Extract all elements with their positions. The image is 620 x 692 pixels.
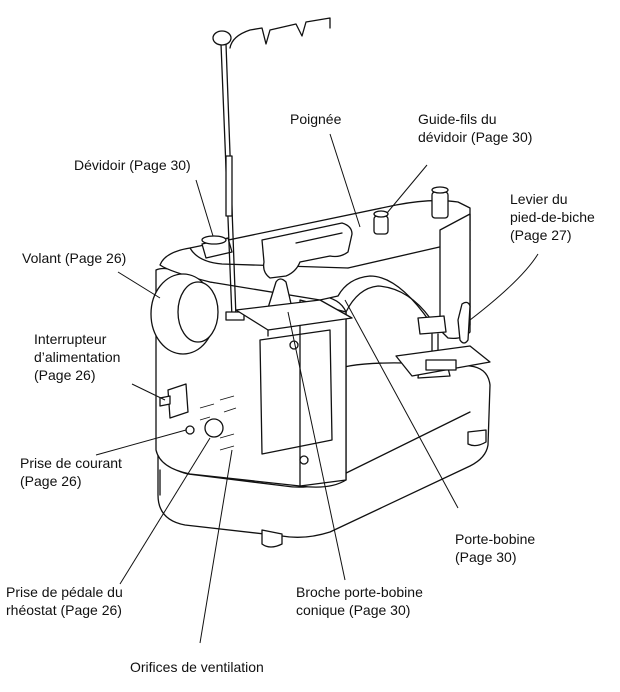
spool-cone: [267, 278, 293, 309]
leader-guide-fils: [386, 164, 428, 214]
leader-levier: [469, 253, 539, 321]
label-devidoir: Dévidoir (Page 30): [74, 157, 191, 173]
label-guide-fils: Guide-fils du dévidoir (Page 30): [418, 111, 533, 145]
label-prise-courant: Prise de courant (Page 26): [20, 455, 122, 489]
machine-foot: [467, 429, 487, 447]
label-levier: Levier du pied-de-biche (Page 27): [510, 191, 595, 243]
leader-orifices: [199, 449, 233, 644]
spool-plate: [235, 299, 353, 331]
leader-poignee: [329, 133, 361, 228]
leader-broche: [287, 311, 346, 581]
leader-prise-pedale: [119, 437, 211, 585]
label-prise-pedale: Prise de pédale du rhéostat (Page 26): [6, 584, 123, 618]
label-broche: Broche porte-bobine conique (Page 30): [296, 584, 423, 618]
label-interrupteur: Interrupteur d’alimentation (Page 26): [34, 331, 121, 383]
presser-lever: [457, 301, 471, 344]
leader-interrupteur: [131, 383, 166, 401]
label-orifices: Orifices de ventilation: [130, 659, 264, 675]
label-poignee: Poignée: [290, 111, 342, 127]
label-porte-bobine: Porte-bobine (Page 30): [455, 531, 536, 565]
power-switch: [167, 383, 189, 419]
machine-foot: [261, 529, 283, 548]
leader-devidoir: [195, 179, 214, 237]
handle: [261, 222, 353, 279]
label-volant: Volant (Page 26): [22, 250, 127, 266]
leader-volant: [117, 271, 161, 299]
leader-prise-courant: [95, 429, 187, 456]
leader-porte-bobine: [344, 299, 459, 509]
